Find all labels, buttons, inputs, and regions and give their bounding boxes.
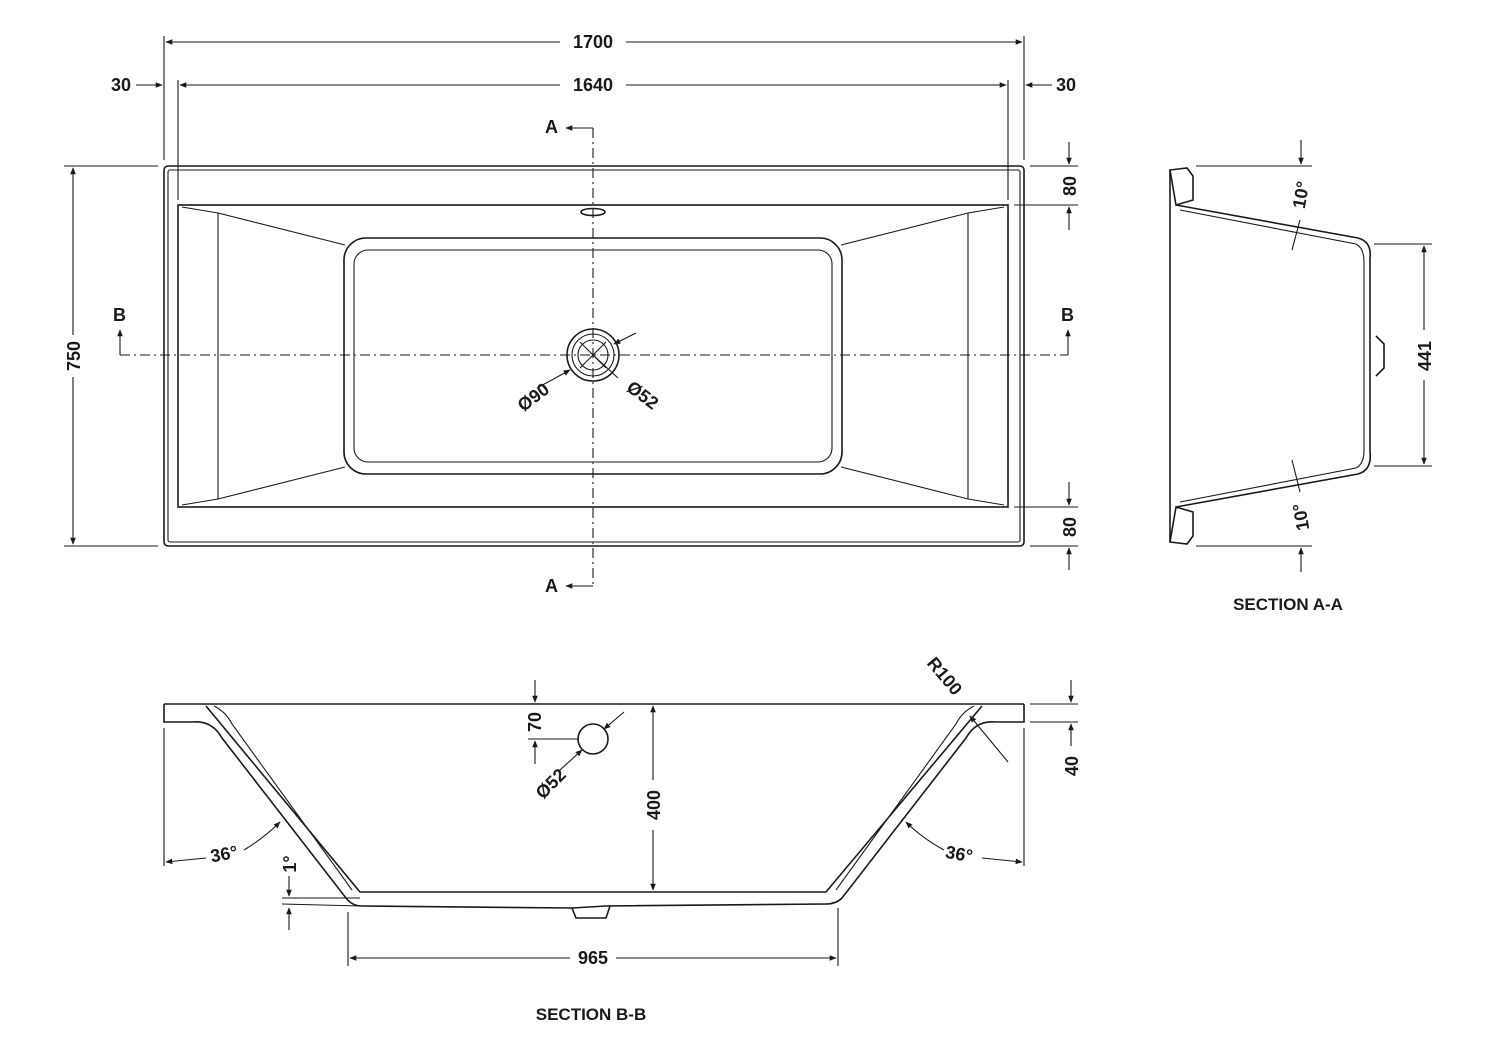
section-a-marker-top: A — [545, 117, 558, 137]
section-aa-title: SECTION A-A — [1233, 595, 1343, 614]
section-aa-depth-label: 441 — [1415, 341, 1435, 371]
plan-outer-rim-inner-edge — [167, 169, 1021, 543]
left-wall-angle-label: 36° — [209, 842, 239, 866]
right-rim-label: 30 — [1056, 75, 1076, 95]
top-rim-label: 80 — [1060, 176, 1080, 196]
inner-length-label: 1640 — [573, 75, 613, 95]
overflow-hole-icon — [577, 723, 609, 755]
rim-thickness-label: 40 — [1062, 756, 1082, 776]
overall-width-label: 750 — [64, 341, 84, 371]
section-aa-view: 441 10° 10° SECTION A-A — [1169, 140, 1435, 614]
section-aa-angle-bottom-label: 10° — [1289, 502, 1313, 532]
overflow-offset-label: 70 — [525, 712, 545, 732]
waste-inner-diameter-label: Ø52 — [623, 377, 662, 413]
section-b-marker-right: B — [1061, 305, 1074, 325]
floor-slope-label: 1° — [280, 855, 300, 872]
section-bb-depth-label: 400 — [644, 790, 664, 820]
bottom-rim-label: 80 — [1060, 517, 1080, 537]
right-wall-angle-label: 36° — [944, 842, 974, 866]
overall-length-label: 1700 — [573, 32, 613, 52]
section-b-marker-left: B — [113, 305, 126, 325]
plan-view: A A B B 1700 1640 30 30 750 80 — [64, 32, 1080, 596]
floor-length-label: 965 — [578, 948, 608, 968]
section-aa-angle-top-label: 10° — [1289, 180, 1313, 210]
radius-label: R100 — [923, 653, 966, 699]
waste-outer-diameter-label: Ø90 — [514, 379, 553, 415]
plan-bowl-edge — [177, 204, 1009, 508]
overflow-diameter-label: Ø52 — [532, 765, 570, 803]
left-rim-label: 30 — [111, 75, 131, 95]
section-bb-title: SECTION B-B — [536, 1005, 647, 1024]
section-a-marker-bottom: A — [545, 576, 558, 596]
section-bb-view: 70 Ø52 400 40 R100 36° 36° 1° — [163, 653, 1082, 1024]
plan-outer-rim — [163, 165, 1025, 547]
